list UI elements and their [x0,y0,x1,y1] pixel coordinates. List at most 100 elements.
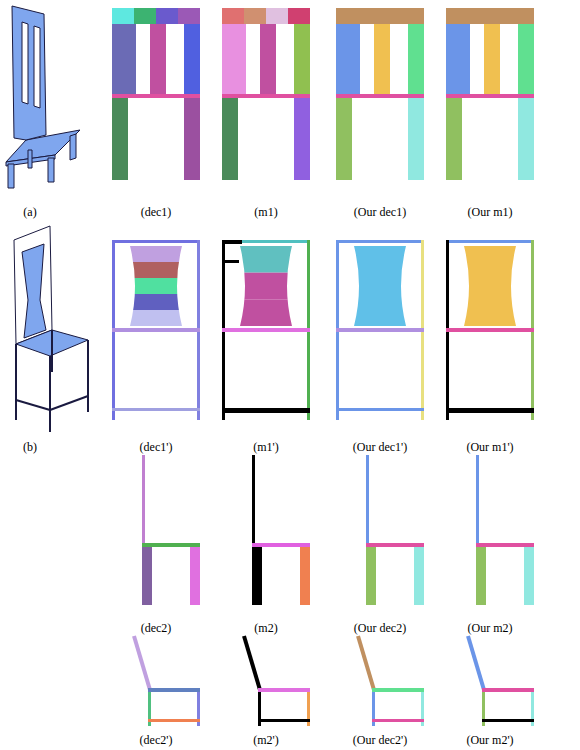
part [142,543,200,547]
part [446,328,534,332]
part [288,8,310,24]
part [366,543,424,547]
part [112,24,136,94]
part [150,24,166,94]
segmentation-frame [336,240,424,420]
sketch-part [12,6,46,140]
segmentation-side [142,455,200,605]
part [294,24,310,94]
part [336,408,424,411]
part [266,8,288,24]
part [300,547,310,605]
caption: (dec2') [140,733,173,748]
caption: (Our m1') [466,440,513,455]
segmentation-front [222,8,310,180]
caption: (m1) [254,205,277,220]
part [476,455,479,545]
part [184,98,200,180]
sketch-part [70,134,76,160]
caption: (Our m1) [468,205,513,220]
caption: (Our m2') [466,733,513,748]
part [112,240,200,243]
part [366,547,376,605]
part [372,688,424,692]
part [15,344,17,420]
part [468,636,484,690]
caption: (b) [23,440,37,455]
part [112,408,200,411]
part [414,547,424,605]
part [222,408,310,413]
segmentation-side [366,455,424,605]
segmentation-front [112,8,200,180]
sketch-part [34,26,40,108]
part [336,24,360,94]
caption: (Our dec2) [354,621,406,636]
caption: (dec1') [140,440,173,455]
part [126,294,186,310]
part [482,719,534,722]
caption: (Our dec1) [354,205,406,220]
part [476,543,534,547]
part [16,400,50,410]
part [126,310,186,326]
part [222,98,238,180]
part [518,24,534,94]
part [358,636,374,690]
segmentation-slant [468,636,534,726]
segmentation-frame [446,240,534,420]
segmentation-frame [222,240,310,420]
part [372,719,424,722]
part [142,547,152,605]
segmentation-front [336,8,424,180]
part [460,246,520,326]
caption: (Our dec1') [353,440,407,455]
sketch-part [28,150,32,168]
part [476,547,486,605]
sketch-part [22,244,46,338]
part [190,547,200,605]
part [484,24,500,94]
part [112,328,200,332]
part [126,278,186,294]
part [482,688,534,692]
caption: (Our dec2') [353,733,407,748]
sketch-part [14,226,52,344]
part [258,688,310,692]
part [112,94,200,98]
part [236,273,296,300]
segmentation-front [446,8,534,180]
part [222,240,242,244]
caption: (dec1) [141,205,172,220]
part [336,98,352,180]
part [222,24,246,94]
caption: (a) [23,205,36,220]
segmentation-side [252,455,310,605]
caption: (Our m2) [468,621,513,636]
part [244,8,266,24]
part [222,328,310,332]
part [126,262,186,278]
part [222,94,310,98]
part [148,719,200,722]
part [336,240,424,243]
part [518,98,534,180]
part [336,94,424,98]
part [112,8,134,24]
part [446,24,470,94]
caption: (dec2) [141,621,172,636]
sketch-part [8,164,14,188]
part [336,8,424,24]
part [446,94,534,98]
part [50,396,88,410]
part [366,455,369,545]
part [350,246,410,326]
part [222,8,244,24]
part [244,636,260,690]
part [184,24,200,94]
part [446,408,534,413]
part [236,246,296,273]
caption: (m2') [253,733,279,748]
part [252,547,262,605]
